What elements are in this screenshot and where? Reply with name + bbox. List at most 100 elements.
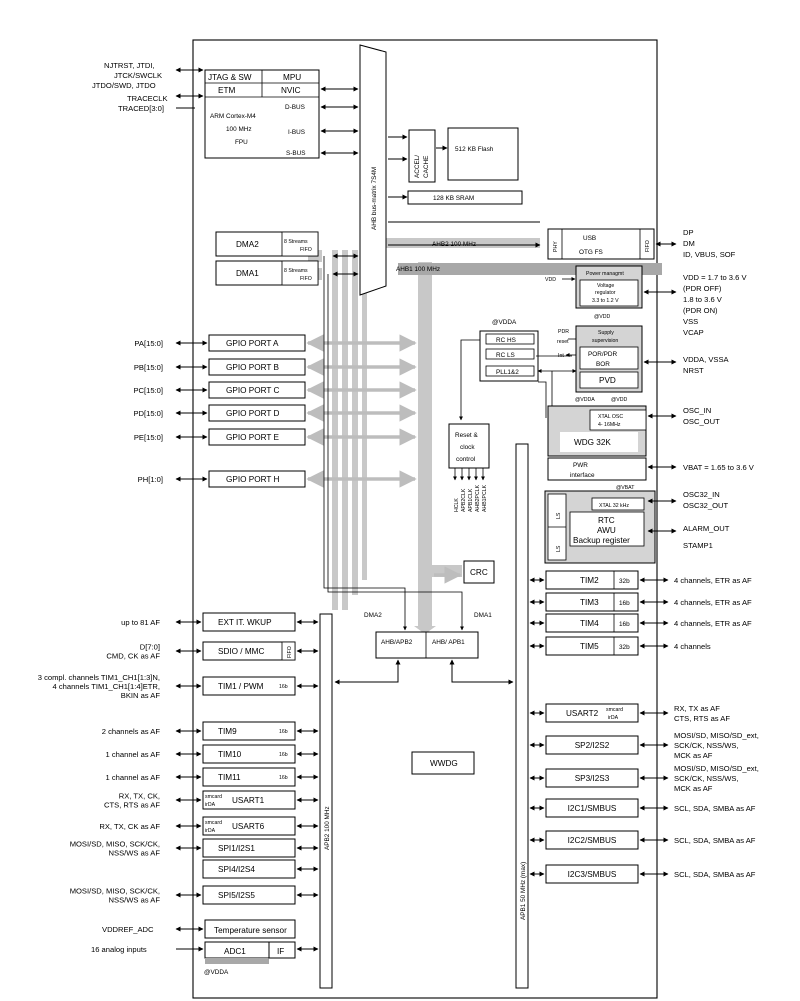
xtal-line2: 4- 16MHz	[598, 422, 621, 428]
gpio-port-block	[208, 358, 306, 376]
por-pdr-block	[579, 346, 639, 370]
dma2-fifo: FIFO	[300, 247, 312, 253]
cpu-freq-label: 100 MHz	[226, 126, 252, 133]
rcc-outputs	[453, 468, 485, 481]
mpu-label: MPU	[283, 73, 301, 82]
peripheral-label: TIM3	[580, 598, 599, 607]
adc-vref: VDDREF_ADC	[102, 925, 154, 934]
adc-if-label: IF	[277, 947, 284, 956]
peripheral-block	[545, 864, 639, 884]
por-label: POR/PDR	[588, 351, 618, 358]
trace-pin-2: TRACED[3:0]	[118, 104, 164, 113]
osc-out-pin: OSC_OUT	[683, 417, 720, 426]
pdr-label: PDR	[558, 329, 569, 335]
jtag-sw-label: JTAG & SW	[208, 73, 252, 82]
timer-width-tag: 32b	[619, 644, 630, 651]
peripheral-label: I2C2/SMBUS	[568, 836, 617, 845]
peripheral-block	[202, 744, 296, 764]
peripheral-block	[545, 830, 639, 850]
gpio-port-block	[208, 470, 306, 488]
peripheral-label: SPI4/I2S4	[218, 865, 255, 874]
sram-block	[407, 190, 523, 205]
peripheral-pin-label: 3 compl. channels TIM1_CH1[1:3]N,	[38, 673, 160, 682]
peripheral-block	[202, 767, 296, 787]
pwr-pin-3: 1.8 to 3.6 V	[683, 295, 723, 304]
gpio-port-label: GPIO PORT E	[226, 433, 279, 442]
peripheral-label: SPI5/I2S5	[218, 891, 255, 900]
nvic-label: NVIC	[281, 86, 301, 95]
supply-title: Supply	[598, 330, 614, 336]
peripheral-block	[545, 636, 639, 656]
peripheral-pin-label: 1 channel as AF	[106, 750, 161, 759]
rc-ls-label: RC LS	[496, 352, 515, 359]
pvd-label: PVD	[599, 376, 616, 385]
apb-bridges	[375, 631, 479, 659]
crc-block	[463, 560, 495, 584]
gpio-port-label: GPIO PORT H	[226, 475, 279, 484]
sram-label: 128 KB SRAM	[433, 195, 474, 202]
peripheral-pin-label: MOSI/SD, MISO/SD_ext,	[674, 764, 759, 773]
usb-pin-id: ID, VBUS, SOF	[683, 250, 736, 259]
vbat-pin: VBAT = 1.65 to 3.6 V	[683, 463, 755, 472]
peripheral-pin-label: MOSI/SD, MISO/SD_ext,	[674, 731, 759, 740]
cpu-core	[204, 69, 320, 159]
peripheral-pin-label: CMD, CK as AF	[106, 652, 160, 661]
usb-fifo: FIFO	[645, 240, 651, 252]
supply-pin-2: NRST	[683, 366, 704, 375]
peripheral-pin-label: MCK as AF	[674, 784, 713, 793]
osc32-out-pin: OSC32_OUT	[683, 501, 729, 510]
rtc-ls2: LS	[556, 545, 562, 552]
at-vdda-clocks: @VDDA	[492, 319, 517, 326]
rcc-line3: control	[456, 456, 475, 463]
dma1-label: DMA1	[236, 269, 259, 278]
peripheral-pin-label: 4 channels	[674, 642, 711, 651]
at-vbat-label: @VBAT	[616, 485, 635, 491]
apb1-label: APB1 50 MHz (max)	[520, 862, 527, 920]
peripheral-pin-label: BKIN as AF	[121, 691, 161, 700]
bridge-apb1-label: AHB/ APB1	[432, 639, 465, 646]
left-pin-arrows	[175, 67, 208, 482]
jtag-pin-3: JTDO/SWD, JTDO	[92, 81, 156, 90]
peripheral-pin-label: RX, TX, CK as AF	[99, 822, 160, 831]
ibus-label: I-BUS	[288, 129, 305, 136]
peripheral-pin-label: D[7:0]	[140, 643, 160, 652]
reset-clock-control	[448, 423, 490, 469]
apb1-bus	[515, 443, 529, 989]
clk-hclk: HCLK	[454, 498, 460, 512]
peripheral-block	[545, 735, 639, 755]
fpu-label: FPU	[235, 139, 248, 146]
timer-width-tag: 16b	[279, 684, 288, 690]
gpio-port-label: GPIO PORT C	[226, 386, 279, 395]
gpio-port-block	[208, 404, 306, 422]
vdd-label: VDD	[545, 277, 556, 283]
pll-label: PLL1&2	[496, 369, 519, 376]
reset-label: reset	[557, 339, 569, 345]
apb2-bus	[319, 613, 333, 989]
etm-label: ETM	[218, 86, 235, 95]
peripheral-pin-label: MOSI/SD, MISO, SCK/CK,	[70, 887, 160, 896]
peripheral-block	[202, 859, 296, 879]
cpu-label: ARM Cortex-M4	[210, 113, 256, 120]
rc-hs-block	[485, 333, 535, 345]
clk-ahb1p: AHB1PCLK	[482, 484, 488, 512]
peripheral-block	[202, 721, 296, 741]
pvd-block	[579, 371, 639, 389]
peripheral-label: USART1	[232, 796, 265, 805]
accel-label: ACCEL/	[414, 155, 421, 178]
peripheral-pin-label: SCL, SDA, SMBA as AF	[674, 870, 756, 879]
peripheral-pin-label: MCK as AF	[674, 751, 713, 760]
temp-sensor	[204, 919, 296, 939]
pwr-pin-4: (PDR ON)	[683, 306, 718, 315]
crc-label: CRC	[470, 568, 488, 577]
bridge-apb2-label: AHB/APB2	[381, 639, 413, 646]
osc-in-pin: OSC_IN	[683, 406, 711, 415]
sdio-fifo-tag: FIFO	[287, 646, 293, 658]
at-vdda-xtal: @VDDA	[575, 397, 595, 403]
wwdg-block	[411, 751, 475, 775]
wdg-block	[560, 432, 638, 452]
clk-apb1: APB1CLK	[468, 488, 474, 512]
peripheral-pin-label: 4 channels, ETR as AF	[674, 619, 752, 628]
alarm-out-pin: ALARM_OUT	[683, 524, 730, 533]
